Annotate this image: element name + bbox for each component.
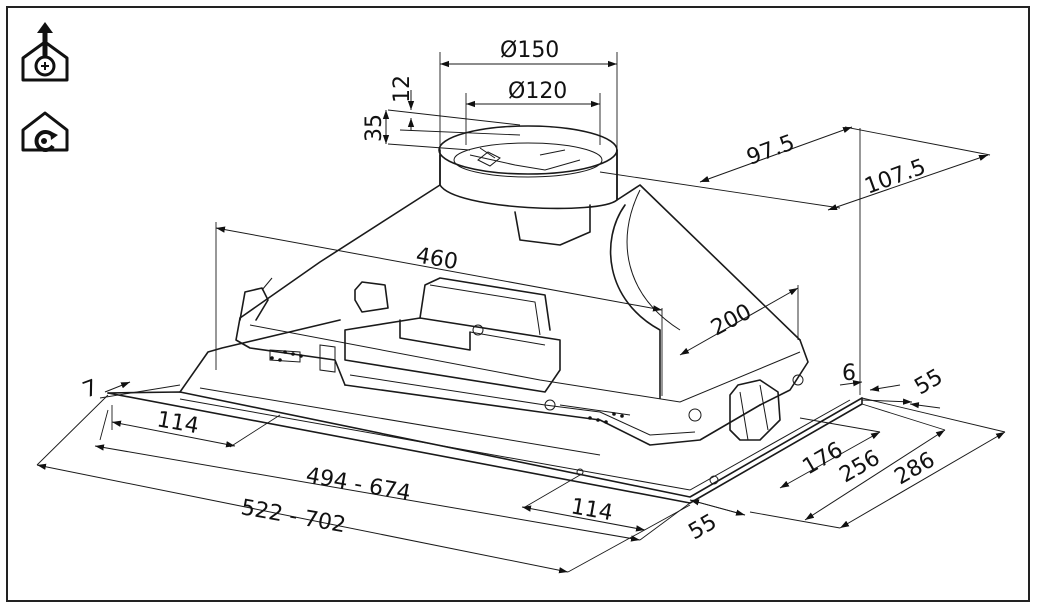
dim-width-range-outer: 522 - 702 (239, 495, 348, 538)
dim-collar-height: 35 (362, 114, 387, 142)
dim-side-55-front: 55 (685, 510, 722, 546)
dimension-lines (36, 52, 1006, 574)
dim-width-range-inner: 494 - 674 (304, 463, 413, 506)
recirculation-icon (21, 111, 69, 152)
dim-outlet-offset-front: 97.5 (744, 130, 799, 170)
dim-bracket-right: 114 (569, 494, 615, 526)
dim-outlet-offset-side: 107.5 (862, 155, 930, 200)
dim-bracket-left: 114 (155, 407, 201, 439)
dim-flange-left: 7 (80, 375, 102, 403)
ducted-extraction-icon (21, 22, 69, 82)
dim-body-width: 460 (414, 243, 460, 275)
dim-outlet-outer: Ø150 (500, 38, 559, 63)
dim-side-55-rear: 55 (911, 365, 948, 401)
dim-outlet-inner: Ø120 (508, 79, 567, 104)
dim-depth-286: 286 (891, 448, 940, 491)
dim-body-depth: 200 (707, 300, 756, 342)
dim-collar-gap: 12 (390, 75, 415, 103)
dim-flange-right: 6 (842, 361, 856, 386)
